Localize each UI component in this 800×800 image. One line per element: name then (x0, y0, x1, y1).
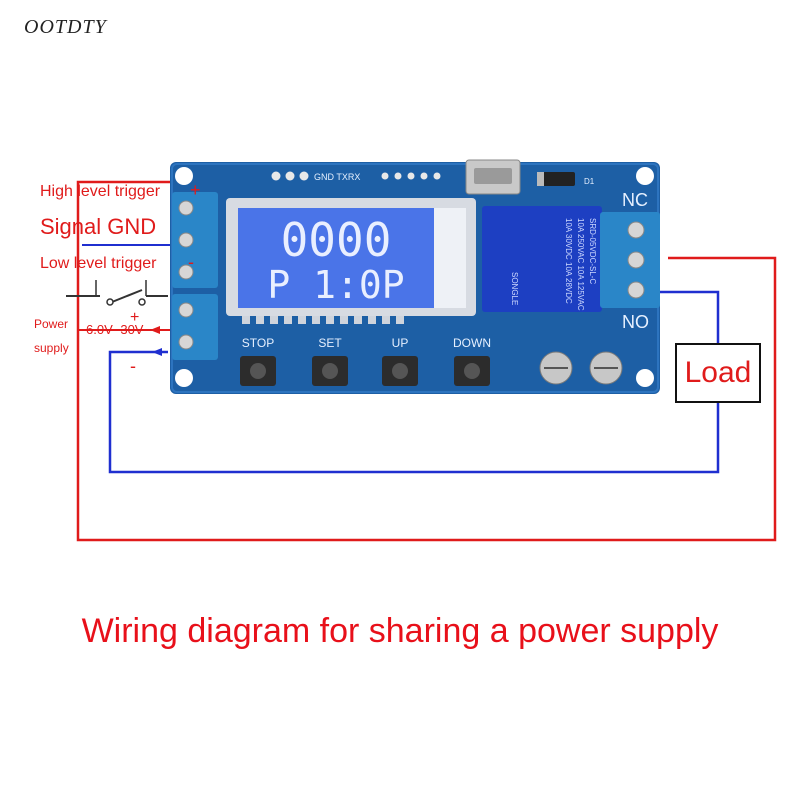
header-pins (271, 171, 441, 181)
header-label: GND TXRX (314, 172, 360, 182)
arrow-ground (152, 348, 162, 356)
supply-minus-label: - (130, 356, 136, 376)
power-terminal (172, 294, 218, 360)
svg-text:SONGLE: SONGLE (510, 272, 519, 305)
diode-d1 (537, 172, 575, 186)
lcd-pins (242, 316, 404, 324)
high-trigger-label: High level trigger (40, 183, 161, 200)
diagram-caption: Wiring diagram for sharing a power suppl… (81, 612, 719, 650)
svg-text:SET: SET (318, 336, 342, 350)
brand-logo: OOTDTY (24, 16, 107, 38)
load-box (675, 343, 761, 403)
high-plus-label: + (190, 180, 201, 200)
supply-plus-label: + (130, 309, 139, 326)
svg-text:UP: UP (392, 336, 409, 350)
power-label-1: Power (34, 317, 68, 331)
no-label: NO (622, 312, 649, 332)
nc-label: NC (622, 190, 648, 210)
trigger-terminal (172, 192, 218, 288)
lcd-top-digits: 0000 (281, 213, 392, 267)
svg-text:SRD-05VDC-SL-C: SRD-05VDC-SL-C (588, 218, 597, 284)
mount-hole (175, 369, 193, 387)
relay (482, 206, 602, 312)
load-label: Load (685, 356, 752, 389)
svg-text:10A 250VAC 10A 125VAC: 10A 250VAC 10A 125VAC (576, 218, 585, 311)
svg-text:10A 30VDC 10A 28VDC: 10A 30VDC 10A 28VDC (564, 218, 573, 304)
switch-symbol (66, 280, 168, 306)
lcd-screen (238, 208, 434, 308)
blue-wire-ground (108, 290, 720, 474)
tactile-buttons (240, 356, 490, 386)
button-row: STOP SET UP DOWN (242, 336, 491, 350)
arrow-up (150, 326, 160, 334)
mount-hole (175, 167, 193, 185)
low-trigger-label: Low level trigger (40, 255, 157, 272)
svg-text:DOWN: DOWN (453, 336, 491, 350)
low-minus-label: - (188, 252, 194, 272)
capacitors (539, 351, 623, 385)
red-wire (76, 180, 777, 542)
power-label-2: supply (34, 341, 69, 355)
mount-hole (636, 369, 654, 387)
voltage-label: 6.0V~30V (86, 322, 144, 337)
relay-text: SRD-05VDC-SL-C 10A 250VAC 10A 125VAC 10A… (510, 218, 597, 311)
mount-hole (636, 167, 654, 185)
signal-gnd-label: Signal GND (40, 214, 156, 239)
svg-text:STOP: STOP (242, 336, 274, 350)
lcd-bottom-digits: P 1:0P (267, 263, 404, 307)
svg-text:D1: D1 (584, 177, 595, 186)
